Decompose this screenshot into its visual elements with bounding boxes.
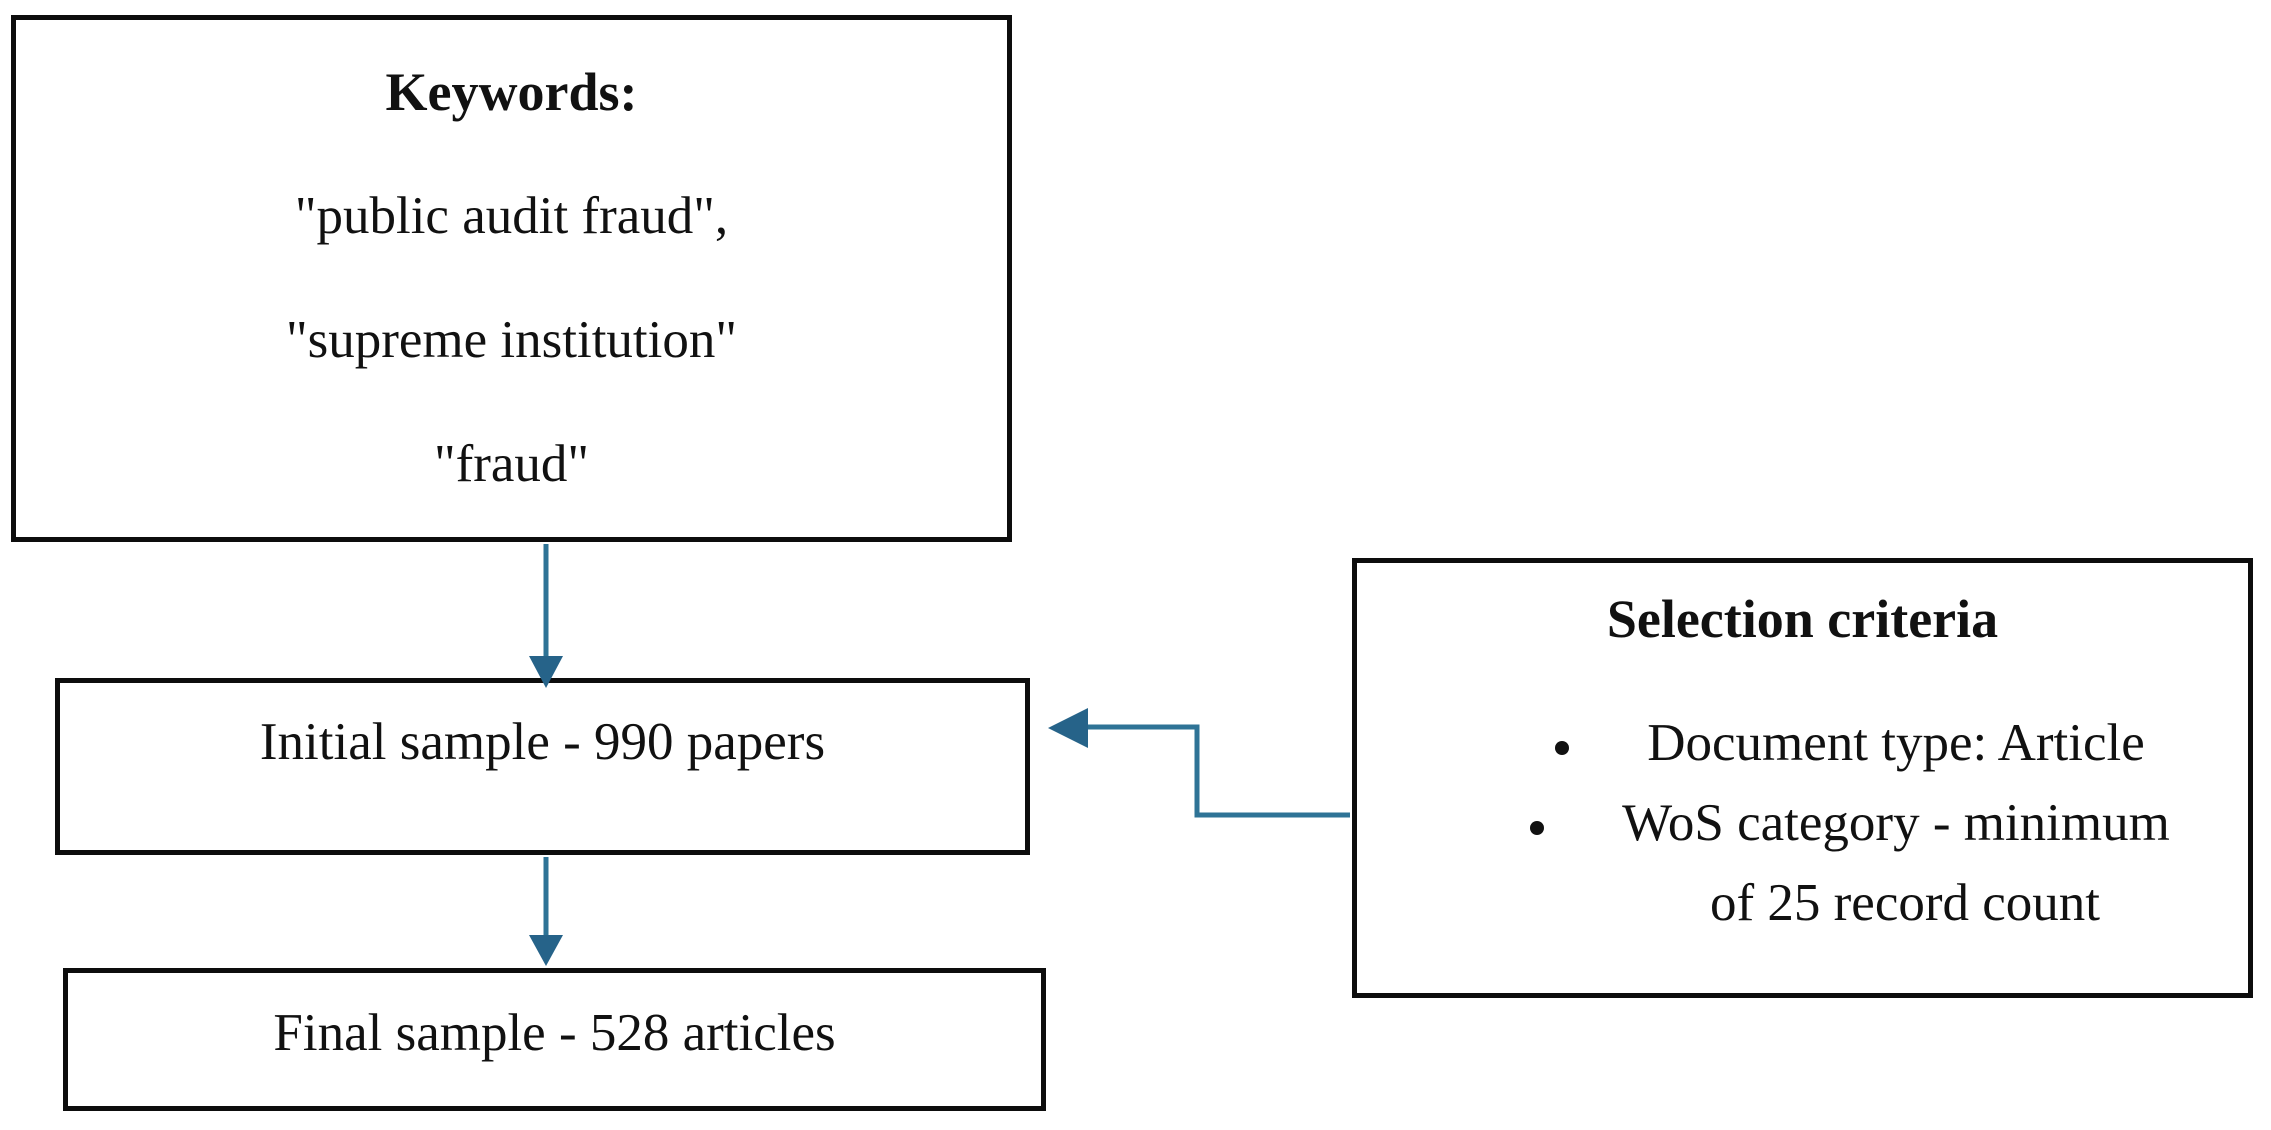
bullet-1-text: Document type: Article xyxy=(1647,714,2145,772)
arrow-shaft-elbow xyxy=(1086,724,1350,818)
final-sample-box: Final sample - 528 articles xyxy=(63,968,1046,1111)
bullet-icon xyxy=(1555,741,1570,755)
keywords-box: Keywords: "public audit fraud", "supreme… xyxy=(11,15,1012,542)
keyword-line-3: "fraud" xyxy=(433,435,590,493)
initial-sample-label: Initial sample - 990 papers xyxy=(259,712,826,771)
keyword-line-1: "public audit fraud", xyxy=(294,187,729,245)
arrowhead-left-icon xyxy=(1048,708,1088,748)
keyword-line-2: "supreme institution" xyxy=(285,311,738,369)
initial-sample-box: Initial sample - 990 papers xyxy=(55,678,1030,855)
bullet-2-continuation: of 25 record count xyxy=(1710,874,2100,932)
bullet-icon xyxy=(1530,821,1545,835)
keywords-box-title: Keywords: xyxy=(385,62,638,122)
final-sample-label: Final sample - 528 articles xyxy=(273,1003,836,1062)
arrow-selection-to-initial xyxy=(1048,708,1350,818)
selection-criteria-title: Selection criteria xyxy=(1606,589,1999,649)
arrowhead-down-icon xyxy=(529,935,563,966)
arrow-keywords-to-initial xyxy=(529,544,563,688)
list-item: Document type: Article xyxy=(1462,714,2238,772)
bullet-2-text: WoS category - minimum xyxy=(1622,794,2170,852)
arrow-initial-to-final xyxy=(529,857,563,966)
selection-criteria-list: Document type: Article WoS category - mi… xyxy=(1357,714,2248,932)
selection-criteria-box: Selection criteria Document type: Articl… xyxy=(1352,558,2253,998)
list-item: WoS category - minimum xyxy=(1462,794,2238,852)
